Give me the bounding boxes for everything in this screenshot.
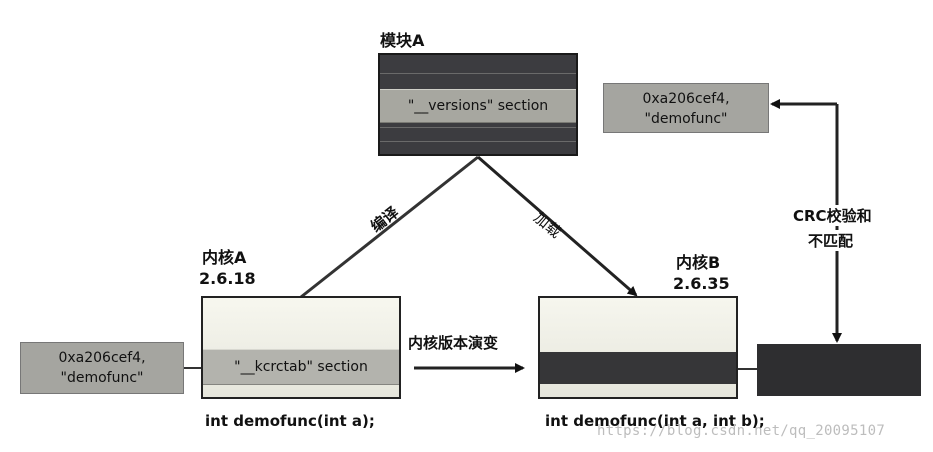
kcrctab-section: "__kcrctab" section (203, 349, 399, 385)
versions-section: "__versions" section (380, 89, 576, 123)
load-arrow (477, 155, 638, 297)
kernel-a-function: int demofunc(int a); (205, 412, 375, 430)
kernel-b-function: int demofunc(int a, int b); (545, 412, 765, 430)
kernel-b-title: 内核B (676, 253, 721, 272)
crc-mismatch-label-2: 不匹配 (806, 230, 856, 251)
kernel-a-version: 2.6.18 (199, 269, 256, 288)
crc-entry-left: 0xa206cef4, "demofunc" (20, 342, 184, 394)
kernel-a-title: 内核A (202, 248, 247, 267)
crc-right-symbol: "demofunc" (644, 111, 728, 127)
crc-mismatch-label-1: CRC校验和 (791, 205, 874, 226)
kernel-b-crc-block (757, 344, 921, 396)
module-a-title: 模块A (380, 31, 425, 50)
crc-left-value: 0xa206cef4, (58, 350, 146, 366)
crc-entry-right: 0xa206cef4, "demofunc" (603, 83, 769, 133)
watermark-url: https://blog.csdn.net/qq_20095107 (597, 423, 886, 439)
kernel-b-version: 2.6.35 (673, 274, 730, 293)
compile-edge (300, 155, 479, 299)
crc-right-value: 0xa206cef4, (642, 91, 730, 107)
crc-left-symbol: "demofunc" (60, 370, 144, 386)
kernel-b-section (540, 352, 736, 384)
evolution-label: 内核版本演变 (408, 334, 499, 352)
